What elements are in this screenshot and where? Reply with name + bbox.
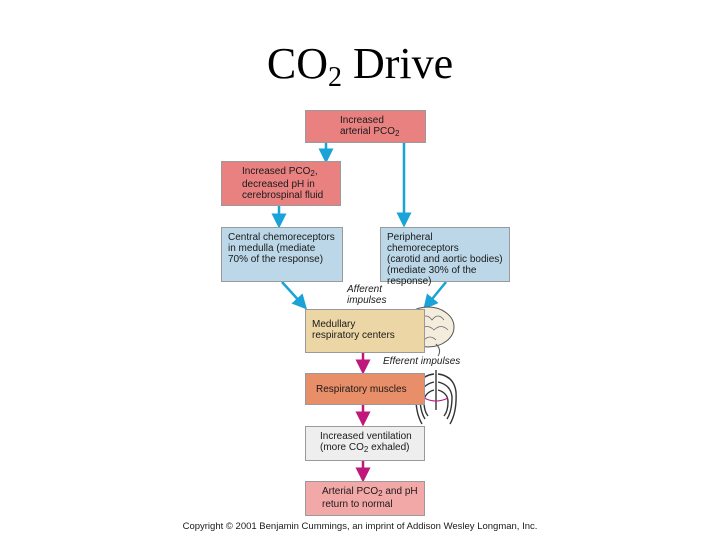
box-increased-ventilation: Increased ventilation (more CO2 exhaled)	[305, 426, 425, 461]
box-return-to-normal: Arterial PCO2 and pH return to normal	[305, 481, 425, 516]
copyright-notice: Copyright © 2001 Benjamin Cummings, an i…	[182, 521, 538, 532]
box-csf-change: Increased PCO2, decreased pH in cerebros…	[221, 161, 341, 206]
slide-title: CO2 Drive	[266, 39, 454, 93]
box-medullary-respiratory-centers: Medullary respiratory centers	[305, 309, 425, 353]
arrow-peripheral-to-medulla	[423, 281, 447, 310]
box-respiratory-muscles: Respiratory muscles	[305, 373, 425, 405]
box-central-chemoreceptors: Central chemoreceptors in medulla (media…	[221, 227, 343, 282]
box-increased-arterial-pco2: Increased arterial PCO2	[305, 110, 426, 143]
efferent-impulses-label: Efferent impulses	[383, 356, 461, 367]
arrow-central-to-medulla	[281, 281, 308, 310]
box-peripheral-chemoreceptors: Peripheral chemoreceptors (carotid and a…	[380, 227, 510, 287]
